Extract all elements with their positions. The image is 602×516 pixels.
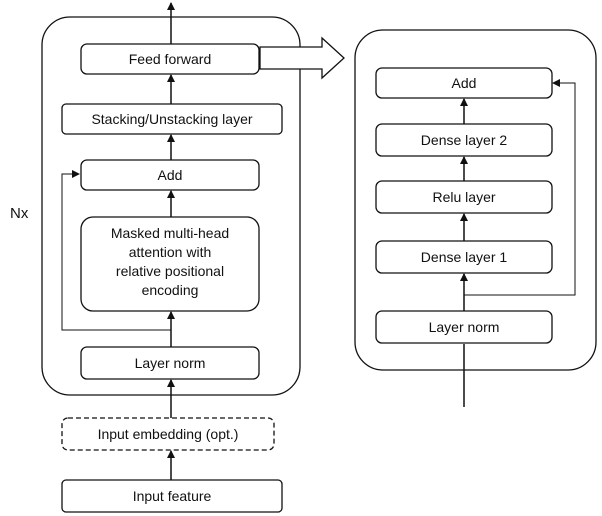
- attention-label-line3: relative positional: [116, 263, 224, 279]
- relu-layer-label: Relu layer: [432, 189, 495, 205]
- dense-layer-1-label: Dense layer 1: [421, 249, 508, 265]
- residual-connection-left: [61, 170, 171, 331]
- input-feature-label: Input feature: [133, 488, 212, 504]
- feed-forward-label: Feed forward: [129, 51, 211, 67]
- layer-norm-label-left: Layer norm: [135, 355, 206, 371]
- attention-label-line1: Masked multi-head: [111, 225, 229, 241]
- right-stack-container: [354, 29, 597, 371]
- stacking-layer-label: Stacking/Unstacking layer: [91, 111, 252, 127]
- layer-norm-box-right: [375, 310, 553, 344]
- input-embedding-label: Input embedding (opt.): [98, 426, 239, 442]
- layer-norm-label-right: Layer norm: [429, 319, 500, 335]
- add-label-right: Add: [452, 75, 477, 91]
- repeat-count-label: Nx: [10, 205, 29, 222]
- attention-label-line4: encoding: [142, 282, 199, 298]
- expand-arrow: [259, 36, 345, 80]
- attention-label-line2: attention with: [129, 244, 212, 260]
- residual-connection-right: [464, 79, 576, 296]
- input-feature-box: [61, 479, 283, 513]
- add-label-left: Add: [158, 167, 183, 183]
- dense-layer-2-label: Dense layer 2: [421, 132, 508, 148]
